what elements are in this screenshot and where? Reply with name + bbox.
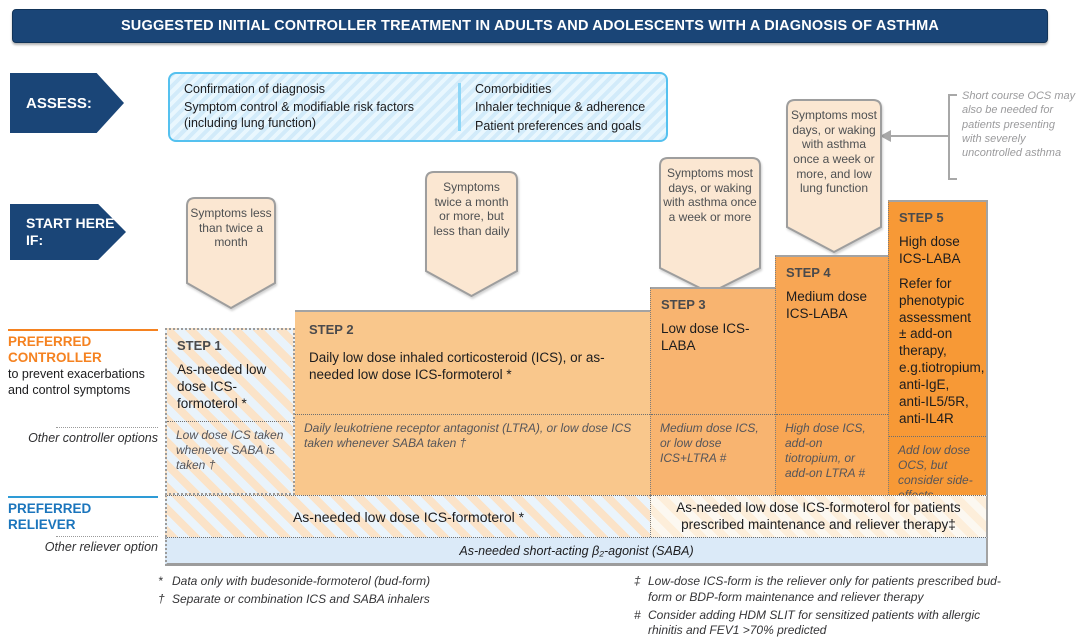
step3-title: STEP 3: [661, 297, 706, 312]
ocs-arrow-head-icon: [880, 130, 891, 142]
step4-title: STEP 4: [786, 265, 831, 280]
assess-item: Patient preferences and goals: [475, 118, 642, 133]
reliever-band-left: As-needed low dose ICS-formoterol *: [165, 495, 650, 537]
footnote: ‡ Low-dose ICS-form is the reliever only…: [634, 574, 1002, 606]
step1-title: STEP 1: [177, 338, 222, 353]
assess-divider: [458, 83, 461, 131]
bubble-shape-icon: [425, 171, 518, 297]
footnote: * Data only with budesonide-formoterol (…: [158, 574, 628, 590]
other-controller-label: Other controller options: [28, 431, 158, 445]
step1-treatment: As-needed low dose ICS-formoterol *: [177, 362, 267, 411]
assess-item: Inhaler technique & adherence: [475, 100, 646, 115]
step5-treatment: High dose ICS-LABA: [899, 234, 961, 266]
assess-item: Symptom control & modifiable risk factor…: [184, 100, 414, 130]
symptom-bubble-step4: Symptoms most days, or waking with asthm…: [786, 99, 882, 253]
symptom-bubble-step3: Symptoms most days, or waking with asthm…: [659, 157, 761, 294]
bubble-text: Symptoms most days, or waking with asthm…: [790, 108, 877, 196]
symptom-bubble-step2: Symptoms twice a month or more, but less…: [425, 171, 518, 297]
preferred-reliever-label: PREFERRED RELIEVER: [8, 501, 92, 532]
footnote: # Consider adding HDM SLIT for sensitize…: [634, 608, 1002, 640]
symptom-bubble-step1: Symptoms less than twice a month: [186, 197, 276, 309]
start-here-arrow-label: START HERE IF:: [10, 204, 126, 260]
bubble-shape-icon: [786, 99, 882, 253]
assess-left-column: Confirmation of diagnosis Symptom contro…: [170, 74, 458, 140]
footnote-text: Separate or combination ICS and SABA inh…: [172, 591, 430, 606]
footnote-text: Data only with budesonide-formoterol (bu…: [172, 574, 431, 588]
step4-main: STEP 4 Medium dose ICS-LABA: [776, 257, 888, 414]
dotted-rule: [56, 427, 158, 428]
other-controller-label-wrap: Other controller options: [8, 427, 158, 446]
bubble-text: Symptoms less than twice a month: [190, 206, 272, 250]
footnote-text: Low-dose ICS-form is the reliever only f…: [648, 574, 1001, 604]
page-title: SUGGESTED INITIAL CONTROLLER TREATMENT I…: [12, 9, 1048, 43]
footnote-text: Consider adding HDM SLIT for sensitized …: [648, 607, 981, 638]
step5-title: STEP 5: [899, 210, 944, 225]
step1-other-option: Low dose ICS taken whenever SABA is take…: [167, 420, 293, 493]
assess-item: Comorbidities: [475, 82, 552, 96]
step3-box: STEP 3 Low dose ICS-LABA Medium dose ICS…: [650, 287, 775, 495]
assess-box: Confirmation of diagnosis Symptom contro…: [168, 72, 668, 142]
step3-main: STEP 3 Low dose ICS-LABA: [651, 289, 775, 414]
footnote: † Separate or combination ICS and SABA i…: [158, 592, 628, 608]
step2-main: STEP 2 Daily low dose inhaled corticoste…: [295, 312, 650, 414]
other-reliever-label-wrap: Other reliever option: [8, 536, 158, 555]
assess-right-column: Comorbidities Inhaler technique & adhere…: [461, 74, 666, 140]
step5-box: STEP 5 High dose ICS-LABA Refer for phen…: [888, 200, 988, 502]
step3-treatment: Low dose ICS-LABA: [661, 321, 750, 353]
controller-description: to prevent exacerbations and control sym…: [8, 367, 145, 397]
step2-other-option: Daily leukotriene receptor antagonist (L…: [295, 414, 650, 495]
footnotes-left: * Data only with budesonide-formoterol (…: [158, 574, 628, 610]
step4-box: STEP 4 Medium dose ICS-LABA High dose IC…: [775, 255, 888, 495]
step5-other-option: Add low dose OCS, but consider side-effe…: [889, 435, 986, 509]
bubble-shape-icon: [186, 197, 276, 309]
step2-title: STEP 2: [309, 322, 354, 337]
step2-treatment: Daily low dose inhaled corticosteroid (I…: [309, 350, 605, 382]
step3-other-option: Medium dose ICS, or low dose ICS+LTRA #: [651, 414, 775, 495]
footnote-symbol: †: [158, 591, 165, 606]
footnote-symbol: #: [634, 607, 641, 622]
step5-main: STEP 5 High dose ICS-LABA Refer for phen…: [889, 202, 986, 436]
reliever-rule: [8, 496, 158, 498]
dotted-rule: [56, 536, 158, 537]
ocs-arrow-line: [890, 135, 949, 137]
step4-other-option: High dose ICS, add-on tiotropium, or add…: [776, 414, 888, 495]
assess-arrow-label: ASSESS:: [10, 73, 124, 133]
assess-item: Confirmation of diagnosis: [184, 82, 326, 96]
step5-treatment-extra: Refer for phenotypic assessment ± add-on…: [899, 275, 985, 426]
step2-box: STEP 2 Daily low dose inhaled corticoste…: [295, 310, 650, 495]
step1-box: STEP 1 As-needed low dose ICS-formoterol…: [165, 328, 295, 495]
bubble-text: Symptoms most days, or waking with asthm…: [663, 166, 757, 224]
other-reliever-label: Other reliever option: [44, 540, 158, 554]
step1-main: STEP 1 As-needed low dose ICS-formoterol…: [167, 330, 293, 421]
ocs-note: Short course OCS may also be needed for …: [962, 90, 1076, 160]
step4-treatment: Medium dose ICS-LABA: [786, 289, 868, 321]
ocs-bracket: [948, 94, 957, 180]
bubble-shape-icon: [659, 157, 761, 294]
saba-band: As-needed short-acting β₂-agonist (SABA): [165, 537, 988, 566]
reliever-band-right: As-needed low dose ICS-formoterol for pa…: [650, 495, 988, 537]
preferred-controller-label: PREFERRED CONTROLLER: [8, 334, 102, 365]
bubble-text: Symptoms twice a month or more, but less…: [433, 180, 510, 238]
footnote-symbol: ‡: [634, 574, 641, 588]
footnotes-right: ‡ Low-dose ICS-form is the reliever only…: [634, 574, 1002, 640]
controller-rule: [8, 329, 158, 331]
footnote-symbol: *: [158, 574, 163, 588]
